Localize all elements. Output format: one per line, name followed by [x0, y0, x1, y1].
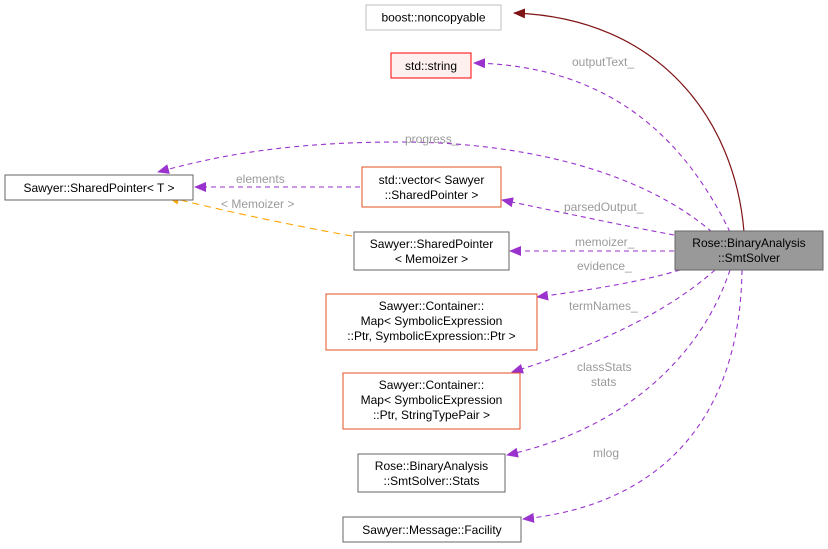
node-label-line2: ::SharedPointer > — [385, 188, 479, 202]
node-label-line1: Rose::BinaryAnalysis — [375, 459, 488, 473]
node-label: boost::noncopyable — [381, 11, 485, 25]
edge-outputText — [473, 58, 731, 233]
edge-mlog — [522, 269, 743, 523]
node-label-line2: Map< SymbolicExpression — [361, 393, 503, 407]
edge-stats — [506, 269, 731, 458]
edge-label-outputText: outputText_ — [572, 55, 634, 69]
node-label: Sawyer::Message::Facility — [362, 523, 501, 537]
node-boost-noncopyable[interactable]: boost::noncopyable — [365, 4, 502, 31]
node-label-line1: Sawyer::Container:: — [379, 378, 484, 392]
edge-label-evidence: evidence_ — [577, 259, 632, 273]
edge-termNames — [511, 269, 716, 374]
node-label-line3: ::Ptr, StringTypePair > — [373, 408, 490, 422]
node-label: Sawyer::SharedPointer< T > — [24, 181, 175, 195]
edge-progress — [157, 141, 713, 233]
node-container-map-ptr-pair[interactable]: Sawyer::Container:: Map< SymbolicExpress… — [342, 372, 521, 430]
edge-label-template-memoizer: < Memoizer > — [221, 197, 294, 211]
edge-inherits-noncopyable — [513, 8, 745, 233]
edge-label-termNames: termNames_ — [569, 299, 638, 313]
node-std-vector[interactable]: std::vector< Sawyer ::SharedPointer > — [361, 166, 502, 208]
node-label-line2: Map< SymbolicExpression — [361, 314, 503, 328]
node-message-facility[interactable]: Sawyer::Message::Facility — [342, 516, 522, 543]
node-smt-solver-stats[interactable]: Rose::BinaryAnalysis ::SmtSolver::Stats — [357, 453, 506, 493]
node-std-string[interactable]: std::string — [390, 52, 472, 79]
node-label: std::string — [405, 59, 457, 73]
node-label-line1: Rose::BinaryAnalysis — [692, 236, 805, 250]
node-label-line2: ::SmtSolver — [718, 251, 780, 265]
node-label-line1: std::vector< Sawyer — [379, 173, 485, 187]
node-smt-solver[interactable]: Rose::BinaryAnalysis ::SmtSolver — [674, 230, 824, 271]
edge-label-memoizer: memoizer_ — [575, 235, 635, 249]
edge-parsedOutput — [501, 197, 675, 236]
node-container-map-ptr-ptr[interactable]: Sawyer::Container:: Map< SymbolicExpress… — [325, 293, 538, 351]
node-label-line1: Sawyer::SharedPointer — [370, 237, 493, 251]
edge-evidence — [536, 269, 681, 301]
node-label-line3: ::Ptr, SymbolicExpression::Ptr > — [347, 329, 515, 343]
edge-label-classStats: classStats — [577, 360, 632, 374]
node-label-line2: < Memoizer > — [395, 252, 468, 266]
edge-template-memoizer — [167, 194, 353, 237]
edge-label-progress: progress_ — [405, 132, 459, 146]
edge-label-parsedOutput: parsedOutput_ — [564, 200, 644, 214]
node-label-line2: ::SmtSolver::Stats — [383, 474, 479, 488]
edge-label-stats: stats — [591, 375, 616, 389]
edge-label-mlog: mlog — [593, 446, 619, 460]
edge-label-elements: elements — [236, 172, 285, 186]
node-shared-pointer-memoizer[interactable]: Sawyer::SharedPointer < Memoizer > — [353, 231, 510, 271]
node-label-line1: Sawyer::Container:: — [379, 299, 484, 313]
node-shared-pointer-t[interactable]: Sawyer::SharedPointer< T > — [4, 174, 194, 201]
